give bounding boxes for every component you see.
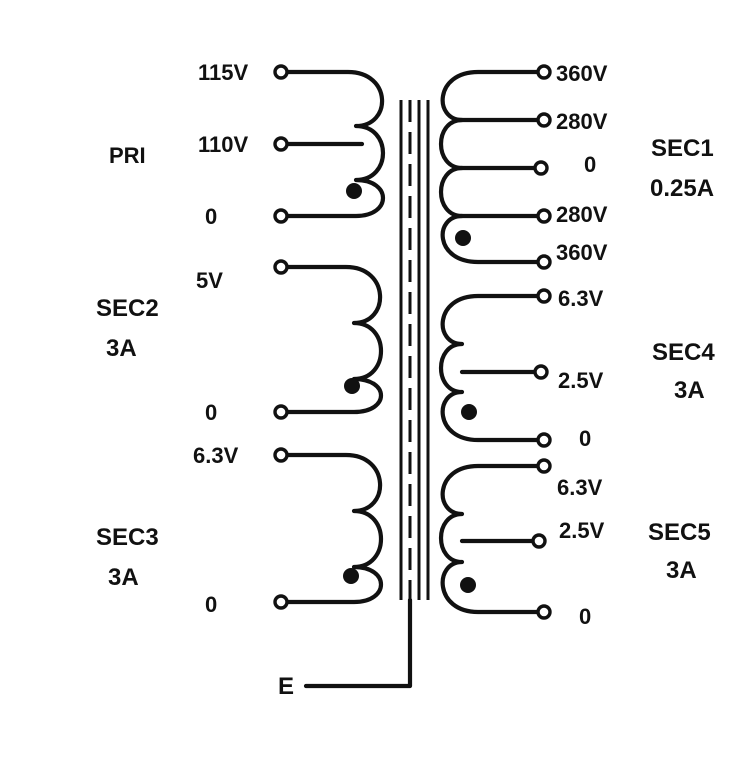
sec5-name-label: SEC5	[648, 519, 711, 546]
primary-terminal-110v	[273, 136, 289, 152]
sec5-terminal-6.3v	[536, 458, 552, 474]
primary-terminal-115v	[273, 64, 289, 80]
sec3-terminal-6.3v	[273, 447, 289, 463]
sec1-tap-360v-bottom-label: 360V	[556, 240, 608, 265]
primary-tap-0-label: 0	[205, 204, 217, 229]
sec1-polarity-dot	[455, 230, 471, 246]
earth-lead	[303, 597, 413, 689]
sec1-terminal-0	[533, 160, 549, 176]
sec3-terminal-0	[273, 594, 289, 610]
sec3-tap-0-label: 0	[205, 592, 217, 617]
sec5-terminal-2.5v	[531, 533, 547, 549]
primary-polarity-dot	[346, 183, 362, 199]
transformer-core	[399, 100, 430, 600]
primary-terminal-0	[273, 208, 289, 224]
sec4-terminal-6.3v	[536, 288, 552, 304]
sec4-tap-2.5v-label: 2.5V	[558, 368, 604, 393]
sec1-tap-0-label: 0	[584, 152, 596, 177]
primary-tap-110v-label: 110V	[198, 132, 248, 157]
sec1-current-label: 0.25A	[650, 175, 714, 202]
sec1-terminal-360v-bottom	[536, 254, 552, 270]
sec1-name-label: SEC1	[651, 135, 714, 162]
sec4-winding	[439, 288, 552, 448]
sec3-current-label: 3A	[108, 564, 139, 591]
sec5-tap-0-label: 0	[579, 604, 591, 629]
sec4-terminal-0	[536, 432, 552, 448]
primary-name-label: PRI	[109, 143, 146, 168]
sec3-name-label: SEC3	[96, 524, 159, 551]
sec1-terminal-280v-bottom	[536, 208, 552, 224]
sec5-terminal-0	[536, 604, 552, 620]
sec5-winding	[439, 458, 552, 620]
sec2-terminal-0	[273, 404, 289, 420]
sec1-tap-280v-top-label: 280V	[556, 109, 608, 134]
sec5-current-label: 3A	[666, 557, 697, 584]
sec2-tap-0-label: 0	[205, 400, 217, 425]
sec1-tap-280v-bottom-label: 280V	[556, 202, 608, 227]
sec4-tap-6.3v-label: 6.3V	[558, 286, 604, 311]
sec3-polarity-dot	[343, 568, 359, 584]
sec4-tap-0-label: 0	[579, 426, 591, 451]
sec1-winding	[439, 64, 552, 270]
sec4-name-label: SEC4	[652, 339, 715, 366]
primary-winding	[273, 64, 386, 224]
primary-tap-115v-label: 115V	[198, 60, 248, 85]
sec4-polarity-dot	[461, 404, 477, 420]
sec2-polarity-dot	[344, 378, 360, 394]
sec2-tap-5v-label: 5V	[196, 268, 223, 293]
sec1-terminal-280v-top	[536, 112, 552, 128]
sec4-current-label: 3A	[674, 377, 705, 404]
sec2-terminal-5v	[273, 259, 289, 275]
earth-label: E	[278, 673, 294, 700]
sec5-tap-6.3v-label: 6.3V	[557, 475, 603, 500]
sec2-winding	[273, 259, 384, 420]
sec2-current-label: 3A	[106, 335, 137, 362]
sec1-terminal-360v-top	[536, 64, 552, 80]
sec5-polarity-dot	[460, 577, 476, 593]
sec3-tap-6.3v-label: 6.3V	[193, 443, 239, 468]
sec3-winding	[273, 447, 384, 610]
sec5-tap-2.5v-label: 2.5V	[559, 518, 605, 543]
sec2-name-label: SEC2	[96, 295, 159, 322]
sec4-terminal-2.5v	[533, 364, 549, 380]
sec1-tap-360v-top-label: 360V	[556, 61, 608, 86]
